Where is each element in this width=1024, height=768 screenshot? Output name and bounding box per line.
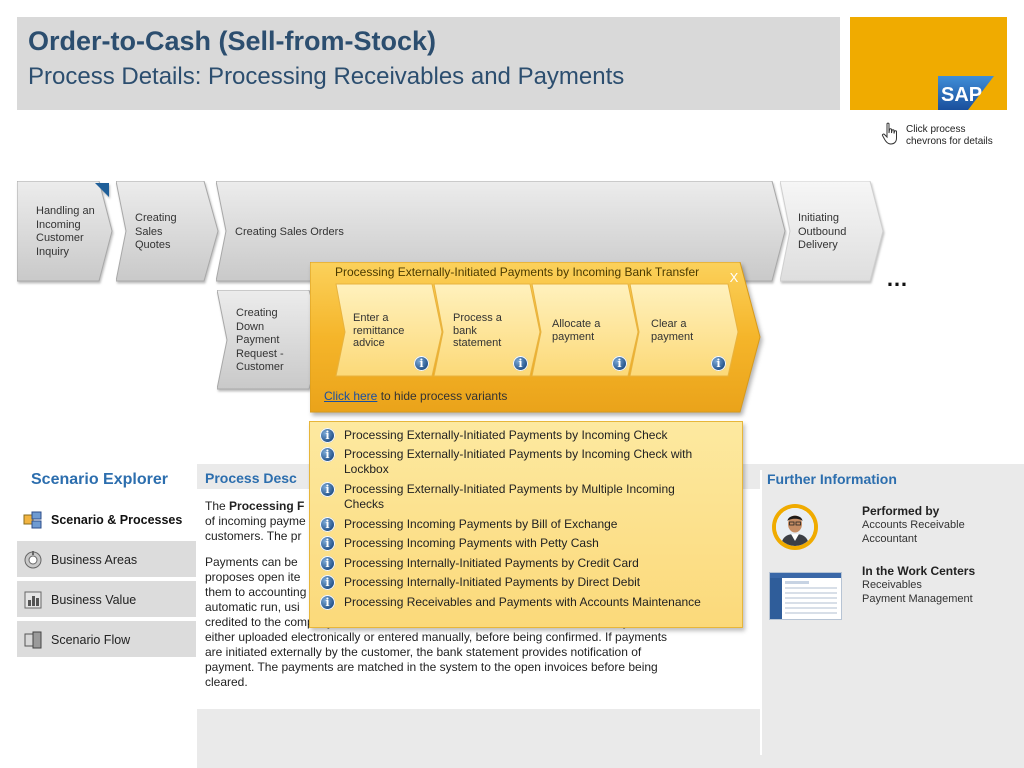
chevron-handling-inquiry[interactable] [17, 181, 113, 282]
nav-item-scenario-processes[interactable]: Scenario & Processes [17, 500, 196, 537]
hide-variants-text: Click here to hide process variants [324, 389, 507, 403]
chevron-creating-quotes[interactable] [116, 181, 220, 282]
page-subtitle: Process Details: Processing Receivables … [28, 63, 625, 90]
performed-by-label: Performed by [862, 504, 940, 518]
corner-marker-icon [95, 183, 109, 197]
nav-item-scenario-flow[interactable]: Scenario Flow [17, 620, 196, 657]
avatar [772, 504, 818, 550]
nav-item-label: Scenario Flow [51, 633, 131, 647]
chevron-creating-sales-orders-label: Creating Sales Orders [235, 226, 344, 238]
more-steps-indicator: … [886, 266, 909, 291]
variant-item[interactable]: i Processing Externally-Initiated Paymen… [320, 428, 735, 443]
nav-item-business-areas[interactable]: Business Areas [17, 540, 196, 577]
info-icon[interactable]: i [711, 356, 726, 371]
page-title: Order-to-Cash (Sell-from-Stock) [28, 26, 437, 56]
hide-variants-link[interactable]: Click here [324, 389, 378, 403]
hint-text: Click process chevrons for details [906, 124, 1006, 148]
header-banner [17, 17, 840, 110]
info-icon: i [320, 595, 335, 610]
sap-logo: SAP [938, 76, 994, 110]
pointing-hand-icon [881, 122, 897, 145]
screenshot-thumbnail-icon [770, 573, 841, 619]
work-centers-label: In the Work Centers [862, 564, 976, 578]
scenario-processes-icon [23, 511, 42, 529]
info-icon: i [320, 536, 335, 551]
performed-by-role-2: Accountant [862, 533, 918, 545]
nav-item-label: Scenario & Processes [51, 513, 183, 527]
close-icon[interactable]: X [729, 270, 739, 285]
chevron-initiating-delivery[interactable] [780, 181, 884, 282]
info-icon[interactable]: i [513, 356, 528, 371]
process-variants-list: i Processing Externally-Initiated Paymen… [309, 421, 743, 628]
logo-panel [850, 17, 1007, 110]
popup-step-3-shape [531, 283, 639, 377]
popup-step-2-shape [433, 283, 541, 377]
variant-item[interactable]: i Processing Incoming Payments by Bill o… [320, 517, 735, 532]
scenario-explorer-title: Scenario Explorer [31, 471, 168, 488]
work-centers-block: In the Work Centers Receivables Payment … [862, 564, 975, 606]
variant-item[interactable]: i Processing Internally-Initiated Paymen… [320, 575, 735, 590]
business-value-icon [24, 591, 42, 609]
performed-by-block: Performed by Accounts Receivable Account… [862, 504, 965, 546]
info-icon: i [320, 575, 335, 590]
scenario-flow-icon [24, 631, 42, 649]
hint-line-2: chevrons for details [906, 136, 993, 147]
description-paragraph-1: The Processing F of incoming payme custo… [205, 499, 306, 543]
info-icon: i [320, 517, 335, 532]
work-center-screenshot [769, 572, 842, 620]
chevron-down-payment[interactable] [217, 290, 325, 390]
info-icon: i [320, 556, 335, 571]
process-description-title: Process Desc [205, 470, 297, 486]
further-information-title: Further Information [767, 471, 897, 487]
nav-item-label: Business Value [51, 593, 137, 607]
variant-item[interactable]: i Processing Externally-Initiated Paymen… [320, 482, 735, 511]
variant-item[interactable]: i Processing Incoming Payments with Pett… [320, 536, 735, 551]
work-center-item: Receivables [862, 579, 922, 591]
info-icon: i [320, 447, 335, 462]
person-icon [776, 508, 814, 546]
variant-item[interactable]: i Processing Receivables and Payments wi… [320, 595, 735, 610]
variant-item[interactable]: i Processing Externally-Initiated Paymen… [320, 447, 735, 476]
panel-divider [760, 470, 762, 755]
popup-title: Processing Externally-Initiated Payments… [335, 265, 700, 279]
nav-item-label: Business Areas [51, 553, 138, 567]
chevron-creating-sales-orders[interactable] [216, 181, 786, 282]
info-icon: i [320, 428, 335, 443]
info-icon[interactable]: i [414, 356, 429, 371]
performed-by-role: Accounts Receivable [862, 519, 965, 531]
process-variant-popup [310, 262, 761, 413]
hide-variants-suffix: to hide process variants [377, 389, 508, 403]
hint-line-1: Click process [906, 124, 966, 135]
popup-step-4-shape [629, 283, 739, 377]
sap-logo-text: SAP [941, 84, 982, 106]
nav-item-business-value[interactable]: Business Value [17, 580, 196, 617]
popup-step-1-shape [335, 283, 443, 377]
business-areas-icon [24, 551, 42, 569]
work-center-item: Payment Management [862, 593, 973, 605]
info-icon: i [320, 482, 335, 497]
info-icon[interactable]: i [612, 356, 627, 371]
variant-item[interactable]: i Processing Internally-Initiated Paymen… [320, 556, 735, 571]
